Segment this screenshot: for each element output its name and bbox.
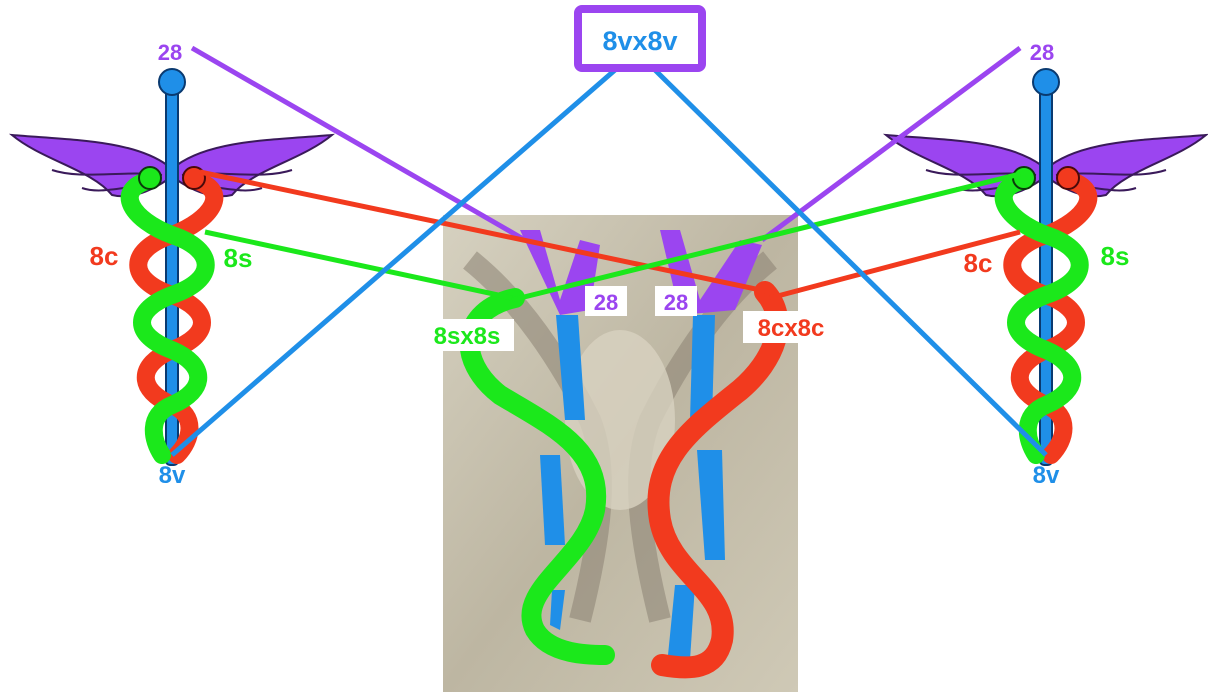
label-right-red: 8c [964, 248, 993, 278]
label-right-bottom: 8v [1033, 462, 1060, 489]
label-left-red: 8c [90, 241, 119, 271]
title-label: 8vx8v [602, 26, 677, 56]
label-center-green: 8sx8s [434, 323, 501, 350]
label-left-bottom: 8v [159, 462, 186, 489]
label-center-right-28: 28 [664, 290, 688, 315]
label-right-green: 8s [1101, 241, 1130, 271]
label-left-top: 28 [158, 40, 182, 65]
left-caduceus-icon [12, 69, 332, 465]
label-right-top: 28 [1030, 40, 1054, 65]
label-left-green: 8s [224, 243, 253, 273]
label-center-left-28: 28 [594, 290, 618, 315]
right-caduceus-icon [886, 69, 1206, 465]
label-center-red: 8cx8c [758, 315, 825, 342]
title-box: 8vx8v [578, 9, 702, 68]
